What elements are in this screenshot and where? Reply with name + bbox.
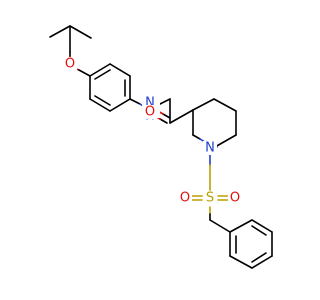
atom-label-ring-nitrogen: N <box>203 141 217 156</box>
amide-nitrogen-label: N <box>145 96 155 111</box>
anilide-benzene-ring <box>89 63 131 112</box>
atom-label-carbonyl-oxygen: O <box>143 105 157 120</box>
atom-label-sulfonyl-oxygen-right: O <box>228 191 242 206</box>
isopropyl-group <box>49 25 92 53</box>
sulfonyl-bonds <box>191 154 231 233</box>
atom-label-sulfur: S <box>203 191 217 206</box>
oxygen-ether-label: O <box>65 57 75 72</box>
carbonyl-oxygen-label: O <box>145 105 155 120</box>
atom-label-sulfonyl-oxygen-left: O <box>178 191 192 206</box>
molecule-structure: O N H O N S O O <box>49 25 273 269</box>
sulfur-label: S <box>206 191 214 206</box>
sulfonyl-oxygen-left-label: O <box>180 191 190 206</box>
atom-label-oxygen-ether: O <box>63 57 77 72</box>
ring-nitrogen-label: N <box>205 141 215 156</box>
benzyl-benzene-ring <box>229 219 273 269</box>
sulfonyl-oxygen-right-label: O <box>230 191 240 206</box>
carbonyl-bonds <box>169 98 194 124</box>
